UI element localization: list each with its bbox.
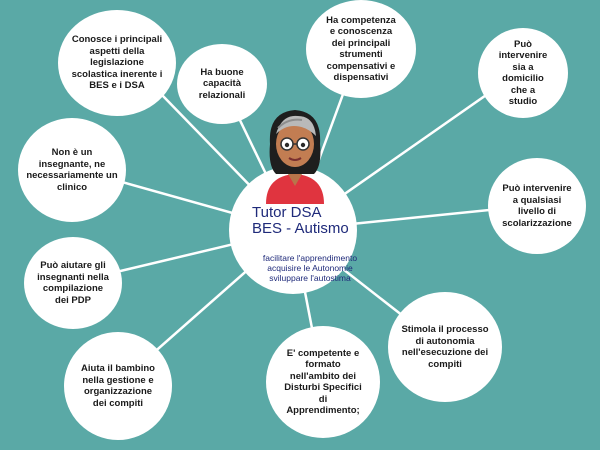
node-label: Può intervenire sia a domicilio che a st… [498,38,548,108]
node-label: Aiuta il bambino nella gestione e organi… [81,363,155,409]
node-label: E' competente e formato nell'ambito dei … [284,347,362,417]
node-legislation: Conosce i principali aspetti della legis… [58,10,176,116]
node-learning-disorders: E' competente e formato nell'ambito dei … [266,326,380,438]
node-label: Non è un insegnante, ne necessariamente … [26,147,118,193]
node-label: Può intervenire a qualsiasi livello di s… [502,183,572,229]
node-autonomy-process: Stimola il processo di autonomia nell'es… [388,292,502,402]
node-pdp-support: Può aiutare gli insegnanti nella compila… [24,237,122,329]
node-label: Può aiutare gli insegnanti nella compila… [37,260,109,306]
tutor-avatar-icon [266,110,324,204]
center-subtitle: facilitare l'apprendimento acquisire le … [262,253,358,283]
node-home-or-studio: Può intervenire sia a domicilio che a st… [478,28,568,118]
node-label: Stimola il processo di autonomia nell'es… [401,324,489,370]
node-not-a-teacher: Non è un insegnante, ne necessariamente … [18,118,126,222]
node-relational-skills: Ha buone capacità relazionali [177,44,267,124]
node-label: Conosce i principali aspetti della legis… [71,34,163,92]
node-any-school-level: Può intervenire a qualsiasi livello di s… [488,158,586,254]
node-compensative-tools: Ha competenza e conoscenza dei principal… [306,0,416,98]
center-title: Tutor DSA BES - Autismo [252,204,349,237]
node-label: Ha buone capacità relazionali [198,66,246,101]
node-homework-management: Aiuta il bambino nella gestione e organi… [64,332,172,440]
node-label: Ha competenza e conoscenza dei principal… [326,14,396,84]
